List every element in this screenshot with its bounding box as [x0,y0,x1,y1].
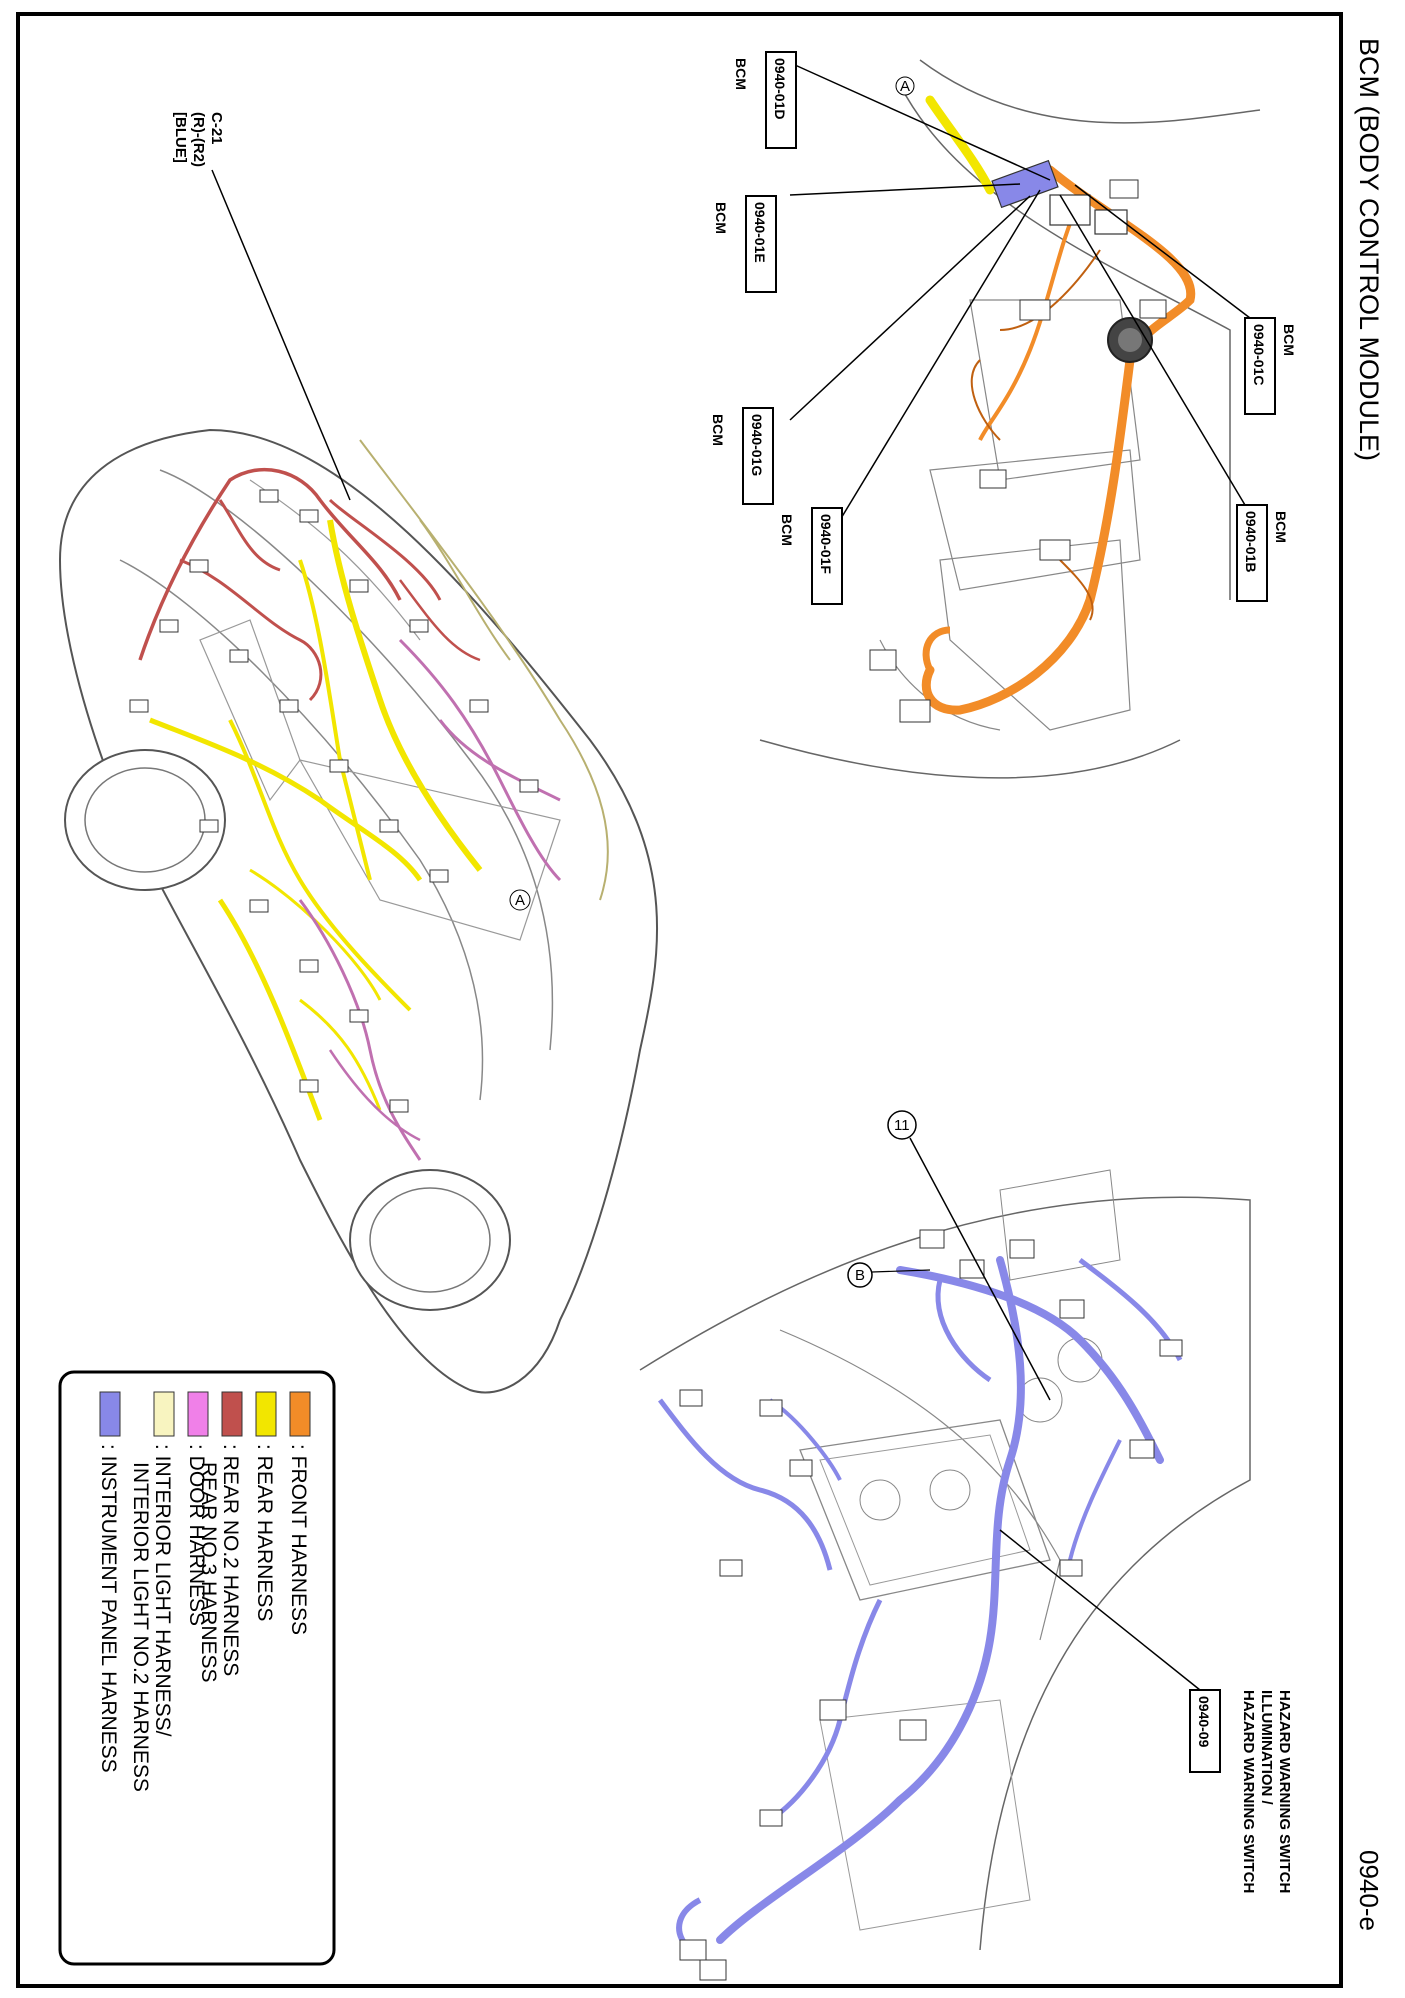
legend-swatch-3 [187,1391,209,1437]
bcm-callout-leaders [789,64,1251,521]
svg-text:BCM: BCM [733,58,749,90]
svg-text:0940-01D: 0940-01D [772,58,788,120]
callout-0940-01g: 0940-01G BCM [710,407,774,505]
page-border [16,12,1343,1988]
svg-text:BCM: BCM [1273,511,1289,543]
svg-text:0940-09: 0940-09 [1196,1696,1212,1748]
legend-label-4-line2: INTERIOR LIGHT NO.2 HARNESS [129,1462,152,1792]
svg-text:BCM: BCM [713,202,729,234]
svg-text:11: 11 [894,1117,910,1134]
legend-swatch-4 [153,1391,175,1437]
legend-swatch-2 [221,1391,243,1437]
page-title: BCM (BODY CONTROL MODULE) [1354,38,1384,461]
svg-text:HAZARD WARNING SWITCH: HAZARD WARNING SWITCH [1240,1690,1257,1893]
callout-0940-01c: 0940-01C BCM [1244,317,1297,415]
legend-label-5: : INSTRUMENT PANEL HARNESS [97,1444,120,1773]
marker-a-top [895,76,915,96]
svg-text:BCM: BCM [779,514,795,546]
callout-0940-01d: 0940-01D BCM [733,51,797,149]
svg-text:0940-01B: 0940-01B [1243,511,1259,573]
svg-text:ILLUMINATION /: ILLUMINATION / [1258,1690,1275,1806]
legend-label-3: : DOOR HARNESS [185,1444,208,1626]
legend-label-4: : INTERIOR LIGHT HARNESS/ [151,1444,174,1737]
callout-0940-01e: 0940-01E BCM [713,195,777,293]
svg-text:0940-01F: 0940-01F [818,514,834,574]
callout-0940-09: 0940-09 HAZARD WARNING SWITCH ILLUMINATI… [999,1529,1293,1893]
legend-label-2: : REAR NO.2 HARNESS [219,1444,242,1676]
svg-text:0940-01E: 0940-01E [752,202,768,263]
svg-text:BCM: BCM [710,414,726,446]
instrument-panel-drawing [639,1169,1251,1981]
front-wheel [349,1169,511,1311]
legend-label-1: : REAR HARNESS [253,1444,276,1621]
svg-text:B: B [855,1267,865,1284]
svg-text:0940-01C: 0940-01C [1251,324,1267,386]
svg-text:(R)-(R2): (R)-(R2) [190,112,207,167]
svg-text:BCM: BCM [1281,324,1297,356]
front-harness-drawing: A [759,59,1261,779]
svg-text:[BLUE]: [BLUE] [172,112,189,163]
callout-0940-01f: 0940-01F BCM [779,507,843,605]
legend-label-2-line2: REAR NO.3 HARNESS [197,1462,220,1683]
svg-text:0940-01G: 0940-01G [749,414,765,476]
marker-a-body [509,889,531,911]
marker-a-top-label: A [900,78,910,95]
marker-a-body-label: A [515,892,525,909]
legend-swatch-1 [255,1391,277,1437]
legend: : FRONT HARNESS : REAR HARNESS : REAR NO.2… [58,1370,336,1966]
svg-text:HAZARD WARNING SWITCH: HAZARD WARNING SWITCH [1276,1690,1293,1893]
page-code: 0940-e [1354,1850,1384,1931]
marker-b: B [847,1262,931,1288]
callout-0940-01b: 0940-01B BCM [1236,504,1289,602]
legend-label-0: : FRONT HARNESS [287,1444,310,1635]
rear-wheel [64,749,226,891]
callout-c21: C-21 (R)-(R2) [BLUE] [172,112,351,501]
legend-swatch-0 [289,1391,311,1437]
svg-text:C-21: C-21 [208,112,225,145]
vehicle-body-drawing: A [58,428,659,1394]
legend-swatch-5 [99,1391,121,1437]
marker-11: 11 [887,1110,1051,1401]
